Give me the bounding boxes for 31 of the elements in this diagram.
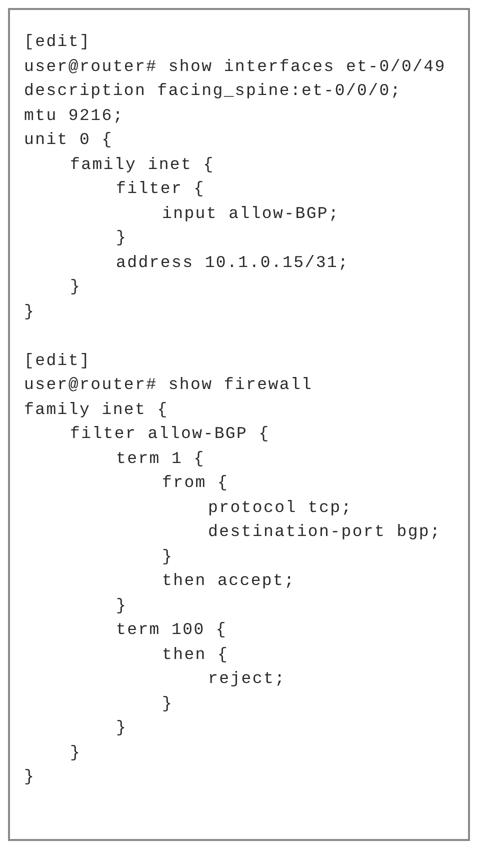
- code-line: protocol tcp;: [208, 498, 352, 518]
- code-line: }: [70, 277, 82, 297]
- code-line: user@router# show firewall: [24, 375, 313, 395]
- code-line: address 10.1.0.15/31;: [116, 252, 350, 272]
- code-line: term 1 {: [116, 448, 205, 468]
- code-line: [edit]: [24, 350, 91, 370]
- code-line: [edit]: [24, 32, 91, 52]
- code-line: }: [162, 546, 174, 566]
- code-line: input allow-BGP;: [162, 204, 340, 224]
- code-line: unit 0 {: [24, 130, 113, 150]
- code-line: }: [24, 767, 36, 787]
- code-line: }: [116, 718, 128, 738]
- code-line: then accept;: [162, 571, 296, 591]
- code-line: from {: [162, 473, 229, 493]
- code-line: reject;: [208, 669, 286, 689]
- code-line: family inet {: [24, 400, 168, 420]
- code-line: family inet {: [70, 154, 214, 174]
- code-listing-panel: [8, 8, 470, 841]
- code-line: }: [162, 694, 174, 714]
- code-line: description facing_spine:et-0/0/0;: [24, 81, 402, 101]
- code-line: user@router# show interfaces et-0/0/49: [24, 56, 446, 76]
- code-line: }: [116, 228, 128, 248]
- code-line: }: [116, 596, 128, 616]
- code-line: }: [70, 742, 82, 762]
- code-line: then {: [162, 644, 229, 664]
- code-line: filter {: [116, 179, 205, 199]
- code-line: term 100 {: [116, 620, 228, 640]
- code-line: mtu 9216;: [24, 106, 124, 126]
- code-line: filter allow-BGP {: [70, 424, 270, 444]
- code-line: }: [24, 302, 36, 322]
- code-line: destination-port bgp;: [208, 522, 442, 542]
